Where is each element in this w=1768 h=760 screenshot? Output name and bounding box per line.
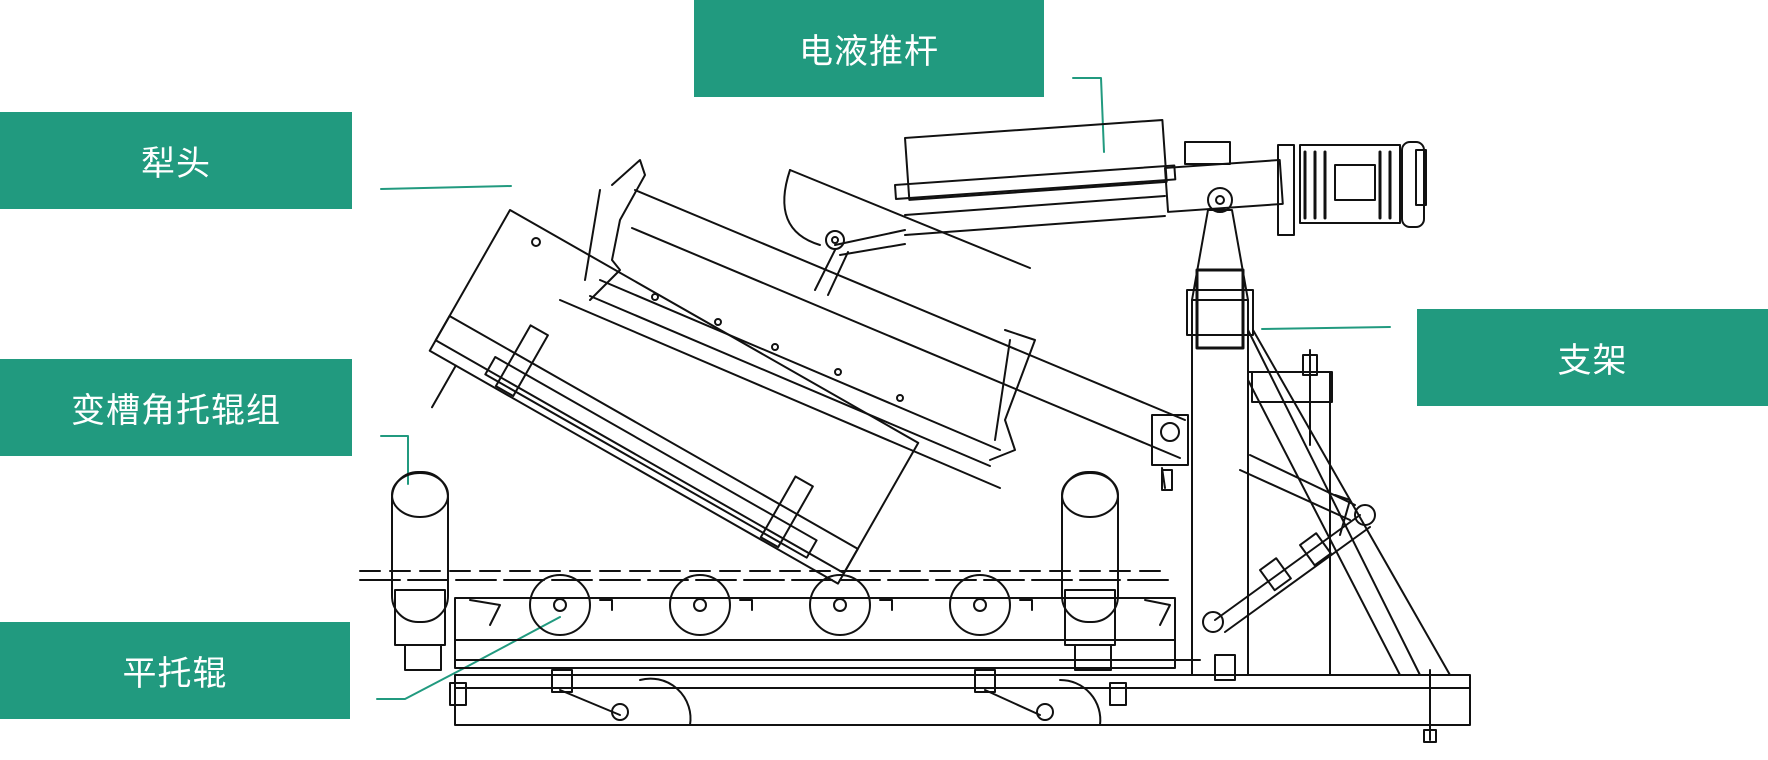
plow-head-outer-frame (434, 208, 920, 575)
leader-plow-head (380, 185, 512, 190)
flat-idler-roll-2 (669, 574, 731, 636)
leader-trough (380, 435, 409, 485)
pivot-block (1151, 414, 1189, 466)
side-idler-right (1061, 471, 1119, 623)
leader-lines (376, 77, 1391, 700)
variable-trough-idler-set (391, 471, 1119, 671)
flat-idler-roll-4 (949, 574, 1011, 636)
leader-push-rod (1072, 77, 1105, 153)
label-trough-text: 变槽角托辊组 (71, 391, 281, 431)
label-electro-hydraulic-push-rod: 电液推杆 (694, 0, 1044, 97)
bracket-left (551, 669, 692, 726)
flat-idler-roll-3 (809, 574, 871, 636)
flat-idler-rollers (454, 574, 1201, 669)
base-frame (449, 654, 1471, 743)
conveyor-belt (359, 570, 1171, 581)
label-support-frame: 支架 (1417, 309, 1768, 406)
support-frame (1151, 187, 1451, 676)
label-flat-text: 平托辊 (122, 654, 228, 694)
plow-scraper-assembly (531, 159, 1186, 489)
label-plow-head: 犁头 (0, 112, 352, 209)
support-strut-link (1202, 504, 1376, 633)
side-idler-left (391, 471, 449, 623)
support-column (1191, 299, 1249, 676)
label-flat-idler: 平托辊 (0, 622, 350, 719)
leader-support (1261, 326, 1391, 330)
label-variable-trough-idler-set: 变槽角托辊组 (0, 359, 352, 456)
plow-head-blade (428, 314, 859, 585)
flat-idler-roll-1 (529, 574, 591, 636)
plow-head (428, 208, 920, 585)
label-plow-head-text: 犁头 (141, 144, 211, 184)
push-rod-cylinder (903, 119, 1168, 201)
label-push-rod-text: 电液推杆 (799, 32, 939, 72)
plow-head-inner-blade (484, 355, 818, 559)
electro-hydraulic-push-rod (814, 119, 1427, 296)
push-rod-clevis-pin (825, 230, 845, 250)
label-support-text: 支架 (1557, 341, 1628, 381)
push-rod-motor (1299, 144, 1401, 224)
motor-cooling-fins (1303, 150, 1392, 220)
bracket-right (974, 669, 1102, 726)
